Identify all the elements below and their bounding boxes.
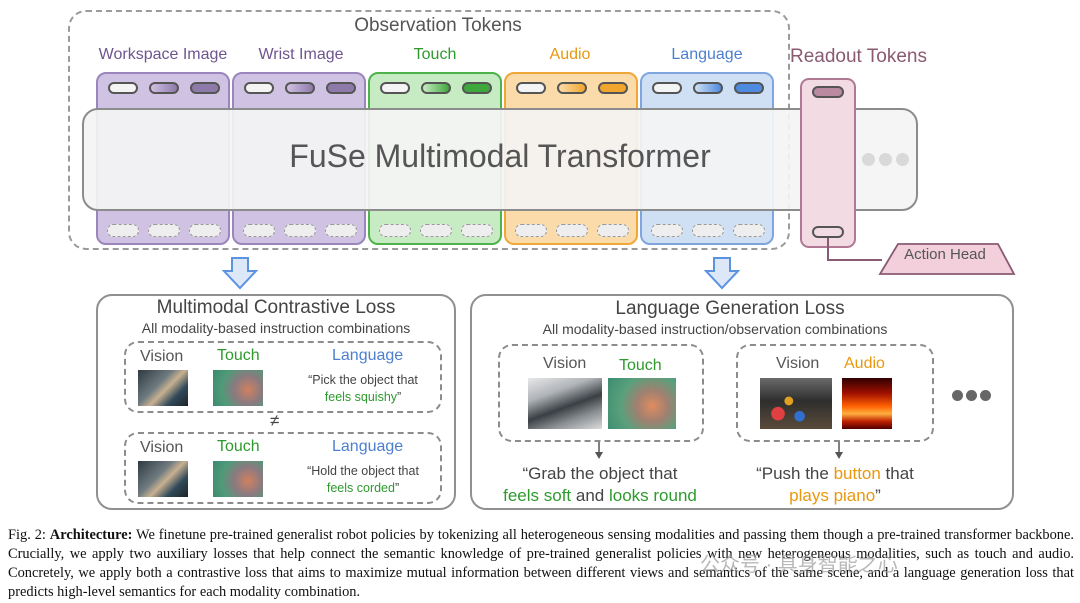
output-token	[651, 224, 683, 237]
generation-quote-2: “Push the button that plays piano”	[756, 464, 914, 505]
input-token	[462, 82, 492, 94]
input-token	[557, 82, 587, 94]
output-token	[556, 224, 588, 237]
label-language: Language	[332, 438, 404, 455]
readout-input-token	[812, 86, 844, 98]
caption-text: We finetune pre-trained generalist robot…	[8, 527, 1074, 600]
contrastive-loss-subtitle: All modality-based instruction combinati…	[141, 320, 411, 336]
output-token	[284, 224, 316, 237]
language-generation-loss-title: Language Generation Loss	[615, 298, 845, 319]
language-generation-loss-panel	[470, 294, 1014, 510]
label-vision: Vision	[776, 355, 820, 372]
output-token	[597, 224, 629, 237]
column-label-wrist-image: Wrist Image	[258, 46, 344, 63]
input-token	[326, 82, 356, 94]
output-token	[189, 224, 221, 237]
watermark: 公众号 · 具身智能之心	[700, 554, 898, 576]
label-vision: Vision	[543, 355, 587, 372]
label-vision: Vision	[140, 439, 184, 456]
readout-tokens-column	[800, 78, 856, 248]
vision-thumbnail	[138, 461, 188, 497]
input-token	[516, 82, 546, 94]
readout-output-token	[812, 226, 844, 238]
input-token	[190, 82, 220, 94]
output-token	[515, 224, 547, 237]
label-touch: Touch	[619, 357, 662, 374]
contrastive-row-2	[124, 432, 442, 504]
input-token	[380, 82, 410, 94]
vision-thumbnail	[760, 378, 832, 429]
arrow-down-small-icon	[595, 442, 603, 459]
generation-panel-vision-audio	[736, 344, 934, 442]
touch-thumbnail	[608, 378, 676, 429]
output-token	[243, 224, 275, 237]
vision-thumbnail	[528, 378, 602, 429]
arrow-down-icon	[704, 257, 740, 290]
figure-caption: Fig. 2: Architecture: We finetune pre-tr…	[8, 526, 1074, 602]
output-token	[107, 224, 139, 237]
output-token	[420, 224, 452, 237]
input-token	[149, 82, 179, 94]
arrow-down-small-icon	[835, 442, 843, 459]
input-token	[693, 82, 723, 94]
input-token	[108, 82, 138, 94]
column-label-audio: Audio	[549, 46, 591, 63]
column-label-workspace-image: Workspace Image	[98, 46, 228, 63]
more-dots-icon	[862, 153, 913, 171]
output-token	[692, 224, 724, 237]
output-token	[733, 224, 765, 237]
label-touch: Touch	[217, 438, 260, 455]
action-head-shape	[878, 243, 1016, 275]
column-label-touch: Touch	[413, 46, 457, 63]
input-token	[598, 82, 628, 94]
caption-label: Fig. 2:	[8, 527, 46, 543]
output-token	[379, 224, 411, 237]
audio-spectrogram-thumbnail	[842, 378, 892, 429]
transformer-block	[82, 108, 918, 211]
input-token	[421, 82, 451, 94]
observation-tokens-title: Observation Tokens	[354, 15, 522, 36]
vision-thumbnail	[138, 370, 188, 406]
generation-panel-vision-touch	[498, 344, 704, 442]
instruction-quote: “Hold the object that feels corded”	[307, 464, 419, 495]
input-token	[652, 82, 682, 94]
output-token	[325, 224, 357, 237]
label-vision: Vision	[140, 348, 184, 365]
caption-bold: Architecture:	[49, 527, 133, 543]
label-language: Language	[332, 347, 404, 364]
touch-thumbnail	[213, 370, 263, 406]
not-equal-symbol: ≠	[270, 411, 280, 430]
contrastive-row-1	[124, 341, 442, 413]
label-audio: Audio	[844, 355, 885, 372]
contrastive-loss-panel	[96, 294, 456, 510]
readout-tokens-title: Readout Tokens	[790, 46, 927, 67]
action-head-connector	[827, 238, 1016, 275]
transformer-title: FuSe Multimodal Transformer	[289, 138, 711, 174]
touch-thumbnail	[213, 461, 263, 497]
more-dots-icon	[952, 388, 991, 406]
input-token	[285, 82, 315, 94]
output-token	[461, 224, 493, 237]
language-generation-loss-subtitle: All modality-based instruction/observati…	[542, 321, 888, 337]
column-label-language: Language	[671, 46, 743, 63]
contrastive-loss-title: Multimodal Contrastive Loss	[156, 297, 396, 318]
label-touch: Touch	[217, 347, 260, 364]
action-head-label: Action Head	[904, 246, 986, 263]
input-token	[734, 82, 764, 94]
arrow-down-icon	[222, 257, 258, 290]
input-token	[244, 82, 274, 94]
generation-quote-1: “Grab the object that feels soft and loo…	[503, 464, 697, 505]
output-token	[148, 224, 180, 237]
instruction-quote: “Pick the object that feels squishy”	[308, 373, 418, 404]
